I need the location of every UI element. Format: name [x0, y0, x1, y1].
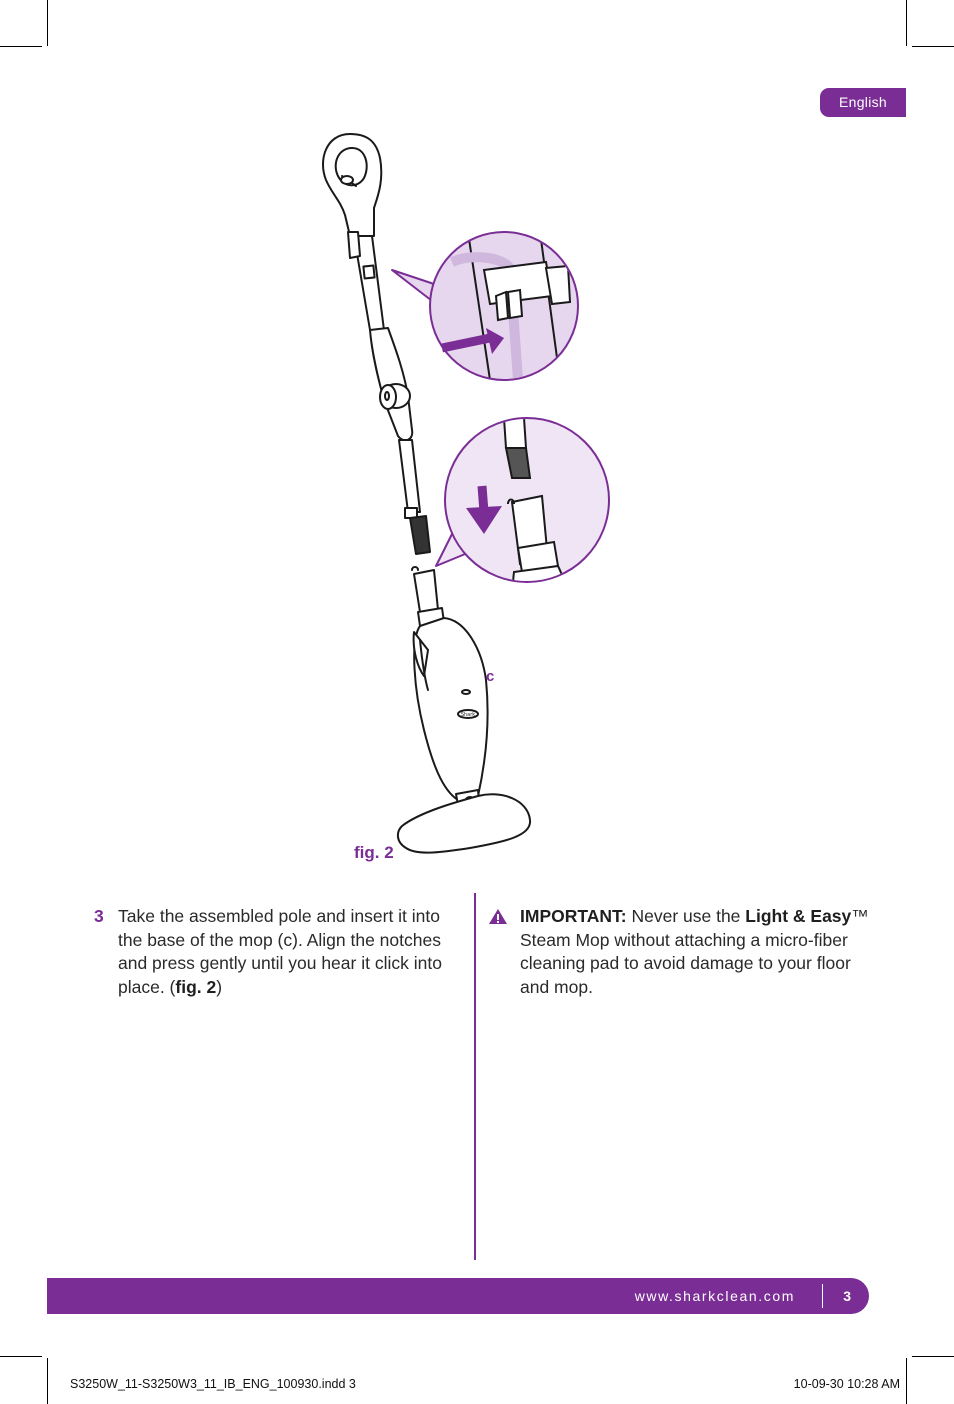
important-text: IMPORTANT: Never use the Light & Easy™ S…: [520, 905, 878, 999]
crop-mark: [906, 1358, 907, 1404]
crop-mark: [912, 46, 954, 47]
step-text-part: Take the assembled pole and insert it in…: [118, 906, 442, 997]
page-number: 3: [843, 1288, 851, 1304]
steam-mop-illustration: Shark: [322, 133, 610, 854]
column-divider: [474, 893, 476, 1260]
language-tab: English: [820, 88, 906, 117]
figure-reference: fig. 2: [175, 976, 217, 997]
crop-mark: [47, 1358, 48, 1404]
important-note: IMPORTANT: Never use the Light & Easy™ S…: [488, 905, 878, 999]
step-text: Take the assembled pole and insert it in…: [118, 905, 464, 999]
crop-mark: [912, 1356, 954, 1357]
loop-handle: [322, 133, 383, 237]
product-name: Light & Easy: [745, 906, 852, 926]
print-slug-timestamp: 10-09-30 10:28 AM: [793, 1377, 900, 1391]
important-label: IMPORTANT:: [520, 906, 627, 926]
important-text-part: ™ Steam Mop without attaching a micro-fi…: [520, 906, 869, 997]
warning-icon: [489, 909, 507, 924]
important-text-part: Never use the: [626, 906, 746, 926]
logo: Shark: [461, 712, 475, 718]
step-3: 3 Take the assembled pole and insert it …: [94, 905, 464, 999]
callout-clip: [391, 231, 579, 381]
website-url[interactable]: www.sharkclean.com: [634, 1288, 795, 1304]
crop-mark: [47, 0, 48, 46]
footer-separator: [822, 1284, 823, 1308]
callout-connector: [435, 417, 610, 583]
step-number: 3: [94, 906, 104, 926]
crop-mark: [0, 1356, 42, 1357]
footer-bar: www.sharkclean.com 3: [47, 1278, 869, 1314]
crop-mark: [906, 0, 907, 46]
print-slug-file: S3250W_11-S3250W3_11_IB_ENG_100930.indd …: [70, 1377, 356, 1391]
figure-caption: fig. 2: [354, 843, 394, 862]
crop-mark: [0, 46, 42, 47]
part-label-c: c: [486, 668, 495, 685]
step-text-part: ): [216, 976, 223, 997]
